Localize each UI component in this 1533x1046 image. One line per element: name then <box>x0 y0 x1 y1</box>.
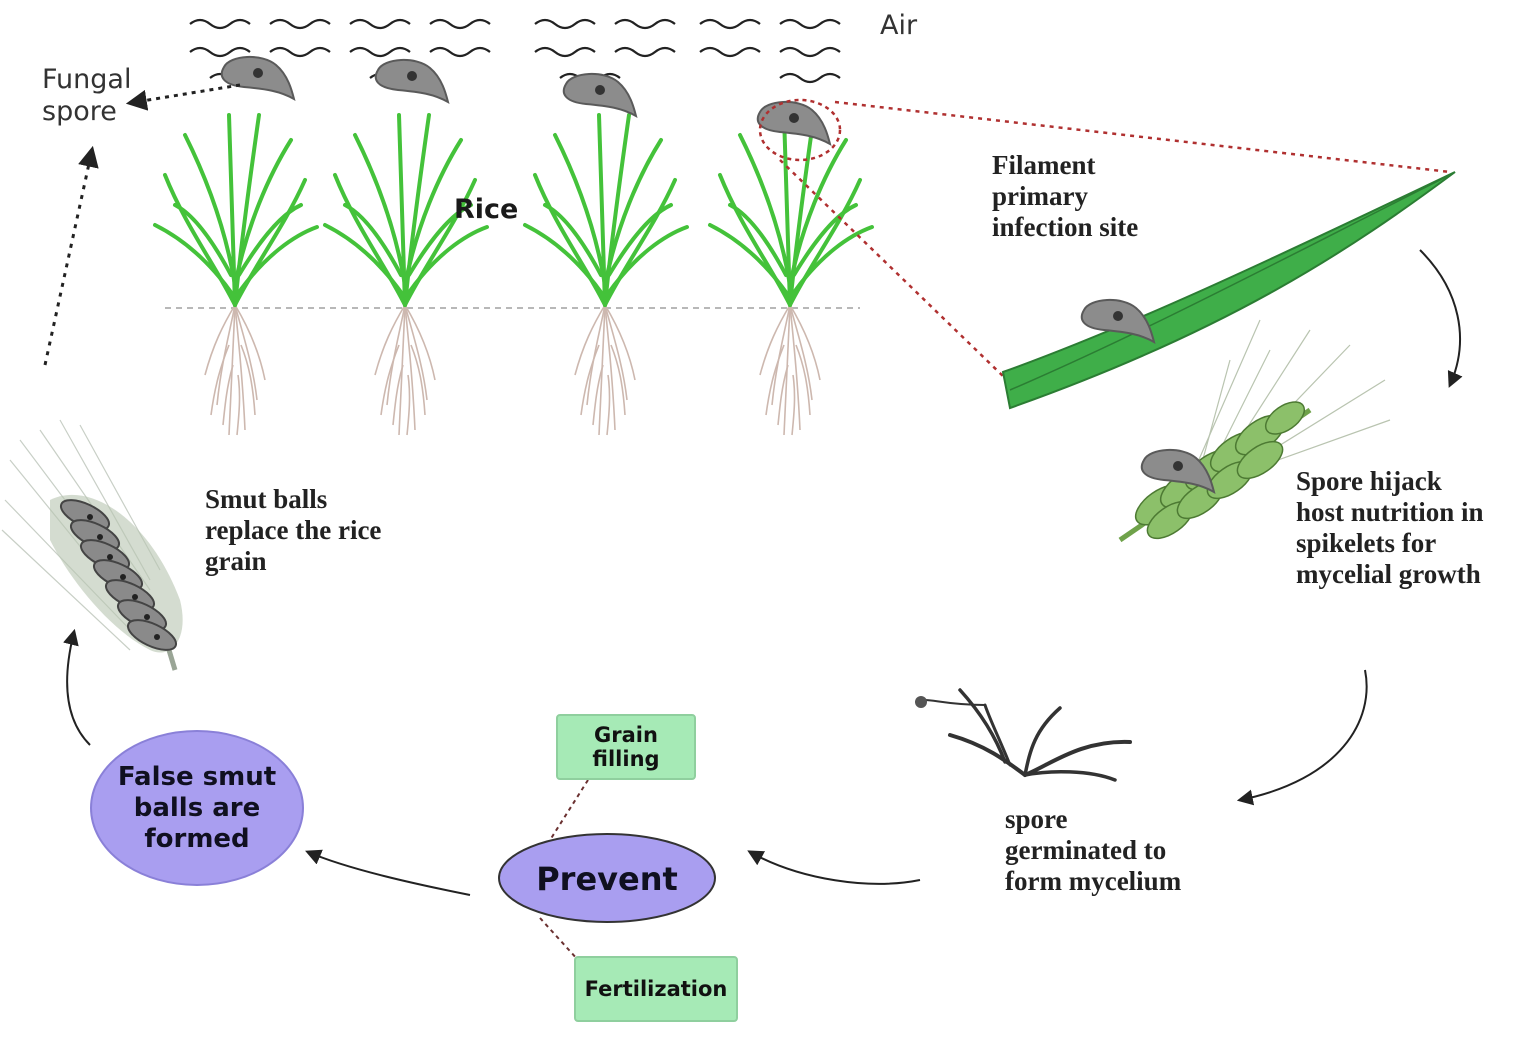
label-filament-infection-site: Filament primary infection site <box>992 150 1139 242</box>
spore-dispersal-arrow <box>125 83 241 111</box>
false-smut-ellipse <box>90 730 304 886</box>
rice-plants <box>153 113 874 437</box>
label-rice: Rice <box>454 194 519 225</box>
airborne-spores <box>220 55 831 145</box>
label-air: Air <box>880 10 918 41</box>
prevent-ellipse <box>498 833 716 923</box>
label-fungal-spore: Fungal spore <box>42 64 132 127</box>
label-smut-balls: Smut balls replace the rice grain <box>205 484 382 576</box>
spikelet <box>1118 319 1391 543</box>
label-spore-hijack: Spore hijack host nutrition in spikelets… <box>1296 466 1484 589</box>
air-wind-lines <box>188 18 842 84</box>
smut-ear <box>1 419 183 671</box>
connector-grain-filling <box>544 779 589 849</box>
mycelium <box>915 688 1132 782</box>
infected-leaf <box>1001 171 1456 410</box>
box-grain-filling: Grain filling <box>556 714 696 780</box>
connector-fertilization <box>539 917 579 961</box>
cycle-arrows <box>63 249 1463 896</box>
label-false-smut-formed: False smut balls are formed <box>117 761 277 854</box>
box-fertilization: Fertilization <box>574 956 738 1022</box>
label-spore-germinated: spore germinated to form mycelium <box>1005 804 1182 896</box>
label-prevent: Prevent <box>536 860 678 898</box>
return-to-air-arrow <box>43 145 99 366</box>
zoom-indicator <box>758 98 1451 379</box>
